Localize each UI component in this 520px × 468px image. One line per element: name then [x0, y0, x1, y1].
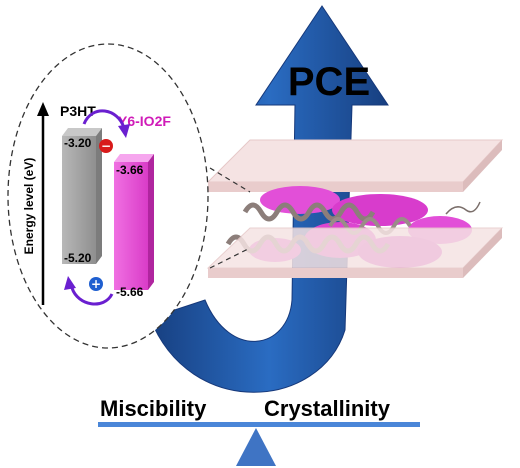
miscibility-label: Miscibility [100, 396, 207, 421]
pce-arrow [149, 5, 389, 393]
electron-icon [99, 139, 113, 153]
energy-inset-outline [7, 43, 209, 349]
donor-name: P3HT [60, 103, 96, 119]
energy-axis [37, 102, 49, 305]
donor-lumo-value: -3.20 [64, 136, 92, 150]
acceptor-energy-bar [114, 154, 154, 290]
hole-sign: + [91, 277, 101, 291]
electron-transfer-arrow [82, 109, 130, 138]
zoom-line-bottom [209, 247, 251, 269]
energy-axis-label: Energy level (eV) [22, 158, 36, 255]
donor-homo-value: -5.20 [64, 251, 92, 265]
acceptor-name: Y6-IO2F [118, 113, 171, 129]
crystallinity-label: Crystallinity [264, 396, 391, 421]
hole-icon [89, 277, 103, 291]
zoom-line-top [209, 167, 251, 193]
acceptor-lumo-value: -3.66 [116, 163, 144, 177]
balance-fulcrum [236, 428, 276, 466]
donor-energy-bar [62, 128, 102, 264]
acceptor-homo-value: -5.66 [116, 285, 144, 299]
film-stack [206, 139, 504, 278]
hole-transfer-arrow [64, 276, 114, 306]
pce-label: PCE [288, 60, 370, 104]
balance-beam [98, 422, 420, 427]
electron-sign: − [101, 139, 111, 153]
